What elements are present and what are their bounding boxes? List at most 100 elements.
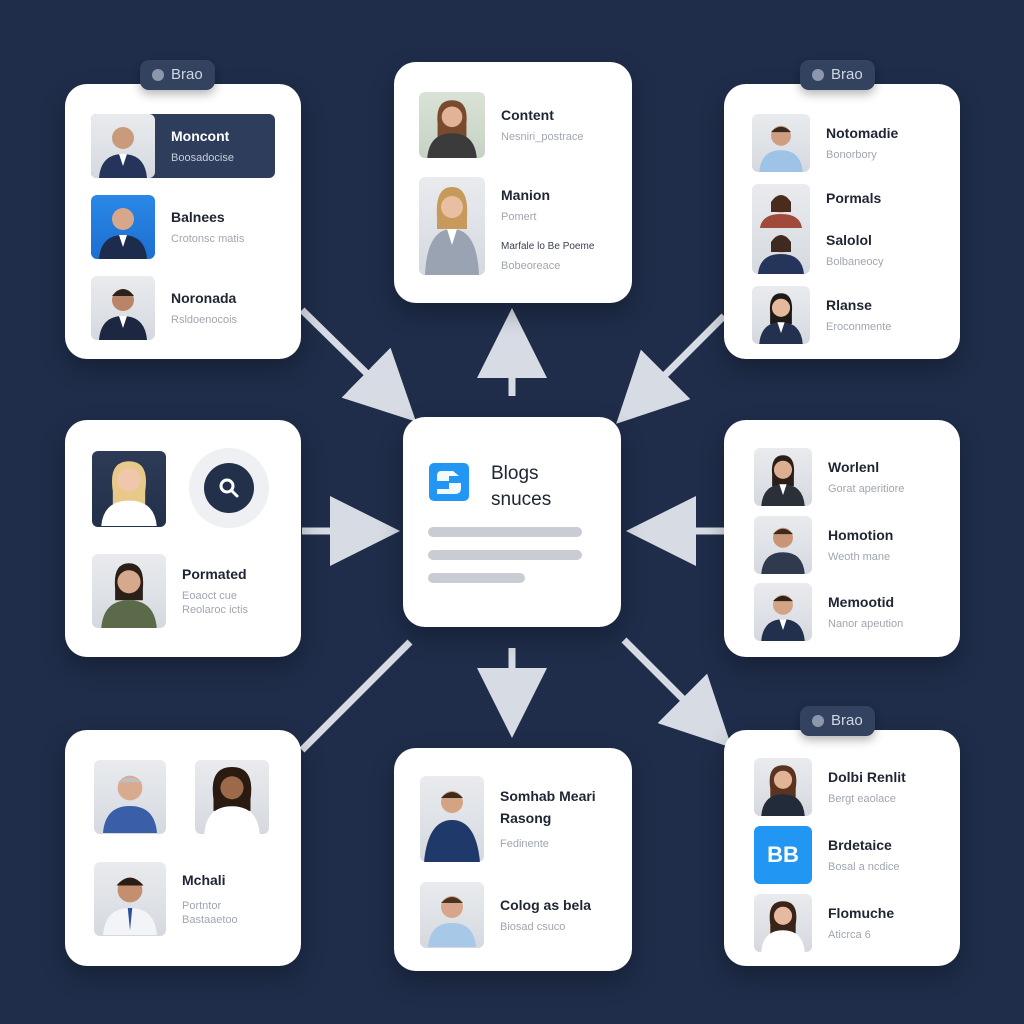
avatar: [91, 276, 155, 340]
card-bottom-center[interactable]: Somhab Meari Rasong Fedinente Colog as b…: [394, 748, 632, 971]
list-item[interactable]: Flomuche Aticrca 6: [754, 894, 894, 952]
avatar: [91, 195, 155, 259]
avatar: [92, 554, 166, 628]
card-bottom-right[interactable]: Brao Dolbi Renlit Bergt eaolace BB Brdet…: [724, 706, 960, 966]
list-item[interactable]: Worlenl Gorat aperitiore: [754, 448, 904, 506]
hub-card[interactable]: Blogs snuces: [403, 417, 621, 627]
arrow-hub-to-bottom-right: [621, 637, 732, 748]
item-name: Pormated: [182, 566, 247, 582]
item-name: Salolol: [826, 232, 872, 248]
item-subtitle: Gorat aperitiore: [828, 483, 905, 495]
search-icon: [219, 478, 239, 498]
card-badge: Brao: [800, 706, 875, 736]
list-item[interactable]: Dolbi Renlit Bergt eaolace: [754, 758, 906, 816]
list-item[interactable]: Noronada Rsldoenocois: [91, 276, 237, 340]
item-subtitle: Nesniri_postrace: [501, 131, 584, 143]
avatar: [91, 114, 155, 178]
list-item[interactable]: Memootid Nanor apeution: [754, 583, 903, 641]
item-name: Moncont: [171, 128, 230, 144]
item-subtitle: Eoaoct cue: [182, 590, 238, 602]
list-item[interactable]: Colog as bela Biosad csuco: [420, 882, 591, 948]
avatar: [752, 286, 810, 344]
item-subtitle: Rsldoenocois: [171, 314, 238, 326]
item-subtitle-secondary: Bastaaetoo: [182, 914, 238, 926]
avatar: [420, 882, 484, 948]
card-top-right[interactable]: Brao Notomadie Bonorbory Pormals Salolol…: [724, 60, 960, 359]
item-subtitle: Aticrca 6: [828, 929, 871, 941]
item-name: Noronada: [171, 290, 237, 306]
avatar: [752, 114, 810, 172]
item-detail: Marfale lo Be Poeme: [501, 241, 595, 252]
item-name: Colog as bela: [500, 897, 592, 913]
item-name: Balnees: [171, 209, 225, 225]
item-subtitle: Fedinente: [500, 838, 549, 850]
line-hub-to-bottom-left: [299, 639, 413, 753]
item-subtitle: Portntor: [182, 900, 222, 912]
avatar: [754, 583, 812, 641]
item-subtitle-secondary: Bobeoreace: [501, 260, 561, 272]
item-name: Notomadie: [826, 125, 899, 141]
app-grid-icon[interactable]: BB: [754, 826, 812, 884]
item-subtitle: Eroconmente: [826, 321, 892, 333]
avatar: [94, 760, 166, 834]
card-badge: Brao: [140, 60, 215, 90]
card-mid-right[interactable]: Worlenl Gorat aperitiore Homotion Weoth …: [724, 420, 960, 657]
avatar: [754, 516, 812, 574]
hub-title: Blogs: [491, 463, 539, 484]
avatar: [195, 760, 269, 834]
list-item[interactable]: Pormated Eoaoct cue Reolaroc ictis: [92, 554, 248, 628]
list-item[interactable]: Rlanse Eroconmente: [752, 286, 891, 344]
list-item[interactable]: Mchali Portntor Bastaaetoo: [94, 862, 238, 936]
brand-s-logo-icon: [429, 463, 469, 501]
item-name: Mchali: [182, 872, 226, 888]
text-line-placeholder: [428, 527, 582, 537]
arrow-top-left-to-hub: [299, 307, 417, 422]
avatar: [752, 184, 810, 274]
badge-dot-icon: [152, 69, 164, 81]
list-item[interactable]: Homotion Weoth mane: [754, 516, 893, 574]
item-name: Content: [501, 107, 554, 123]
item-subtitle: Crotonsc matis: [171, 233, 245, 245]
card-top-center[interactable]: Content Nesniri_postrace Manion Pomert M…: [394, 62, 632, 303]
item-subtitle: Biosad csuco: [500, 921, 566, 933]
card-mid-left[interactable]: Pormated Eoaoct cue Reolaroc ictis: [65, 420, 301, 657]
item-subtitle: Boosadocise: [171, 152, 234, 164]
item-subtitle: Weoth mane: [828, 551, 891, 563]
card-top-left[interactable]: Brao Moncont Boosadocise Balnees Crotons…: [65, 60, 301, 359]
avatar: [419, 177, 485, 275]
text-line-placeholder: [428, 573, 525, 583]
item-subtitle: Bosal a ncdice: [828, 861, 900, 873]
list-item[interactable]: [92, 451, 166, 527]
list-item-selected[interactable]: Moncont Boosadocise: [91, 114, 275, 178]
avatar: [754, 758, 812, 816]
text-line-placeholder: [428, 550, 582, 560]
item-name: Memootid: [828, 594, 895, 610]
avatar: [94, 862, 166, 936]
list-item[interactable]: Balnees Crotonsc matis: [91, 195, 244, 259]
arrow-top-right-to-hub: [616, 313, 727, 424]
list-item[interactable]: Somhab Meari Rasong Fedinente: [420, 776, 596, 862]
item-subtitle: Pomert: [501, 211, 537, 223]
list-item[interactable]: Pormals Salolol Bolbaneocy: [752, 184, 884, 274]
item-subtitle: Nanor apeution: [828, 618, 904, 630]
list-item[interactable]: Content Nesniri_postrace: [419, 92, 584, 158]
list-item[interactable]: BB Brdetaice Bosal a ncdice: [754, 826, 900, 884]
avatar: [754, 894, 812, 952]
item-name: Dolbi Renlit: [828, 769, 906, 785]
list-item[interactable]: Notomadie Bonorbory: [752, 114, 898, 172]
item-subtitle: Bonorbory: [826, 149, 877, 161]
item-subtitle: Bergt eaolace: [828, 793, 896, 805]
item-name: Homotion: [828, 527, 894, 543]
item-name: Rlanse: [826, 297, 872, 313]
card-badge: Brao: [800, 60, 875, 90]
avatar: [420, 776, 484, 862]
avatar: [92, 451, 166, 527]
hub-subtitle: snuces: [491, 489, 552, 510]
search-button[interactable]: [189, 448, 269, 528]
item-name: Flomuche: [828, 905, 895, 921]
card-bottom-left[interactable]: Mchali Portntor Bastaaetoo: [65, 730, 301, 966]
badge-dot-icon: [812, 69, 824, 81]
list-item[interactable]: Manion Pomert Marfale lo Be Poeme Bobeor…: [419, 177, 594, 275]
item-name: Somhab Meari: [500, 788, 596, 804]
